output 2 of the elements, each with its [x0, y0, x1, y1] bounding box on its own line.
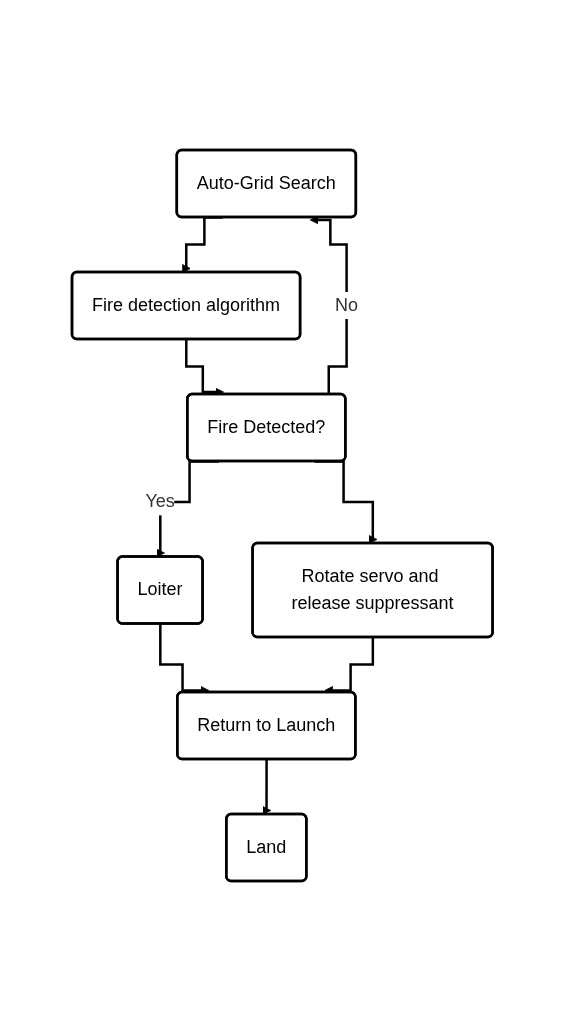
edge-label: Yes — [145, 491, 175, 512]
edge-label: No — [334, 295, 358, 315]
